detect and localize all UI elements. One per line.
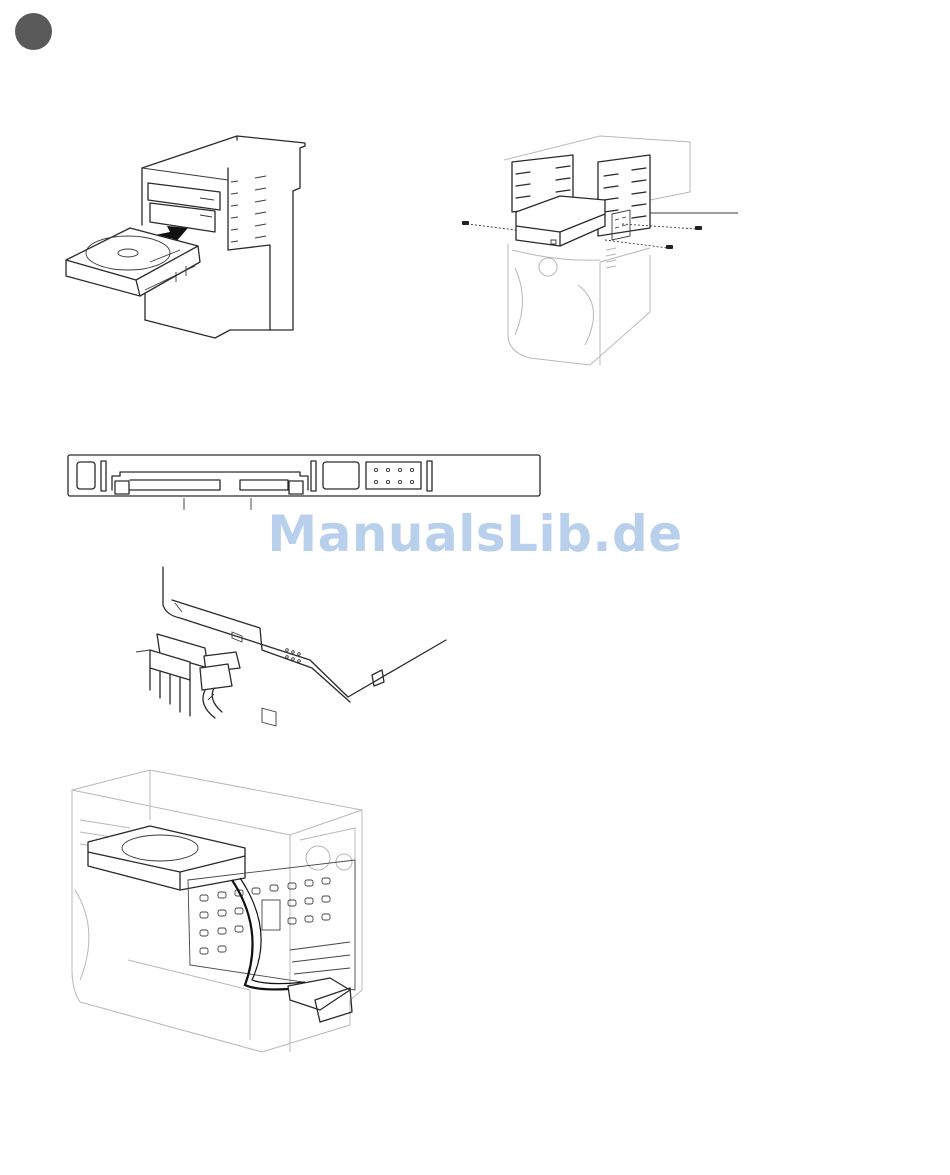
watermark: ManualsLib.de (0, 505, 950, 563)
